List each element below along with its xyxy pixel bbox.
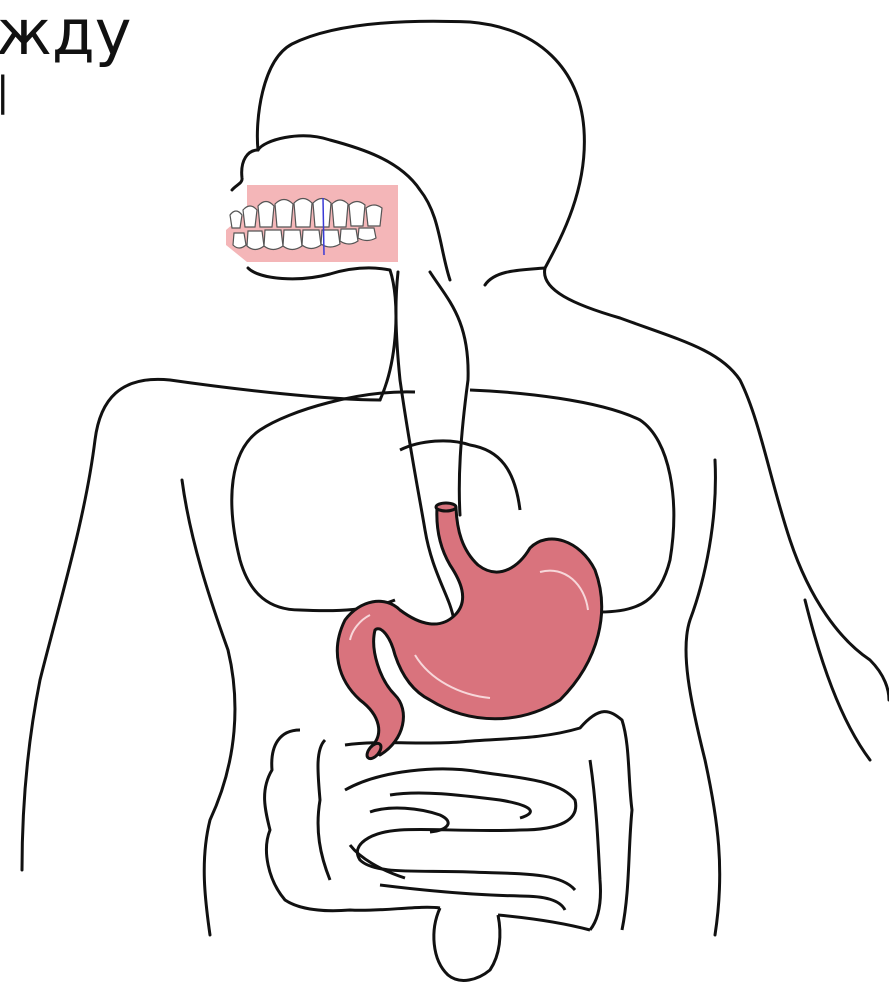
lungs [232,390,674,612]
teeth-image [226,185,398,262]
large-intestine [265,712,632,981]
stomach [337,503,601,761]
midline-marker [323,198,324,255]
human-body-silhouette [22,21,889,935]
small-intestine [345,769,576,910]
